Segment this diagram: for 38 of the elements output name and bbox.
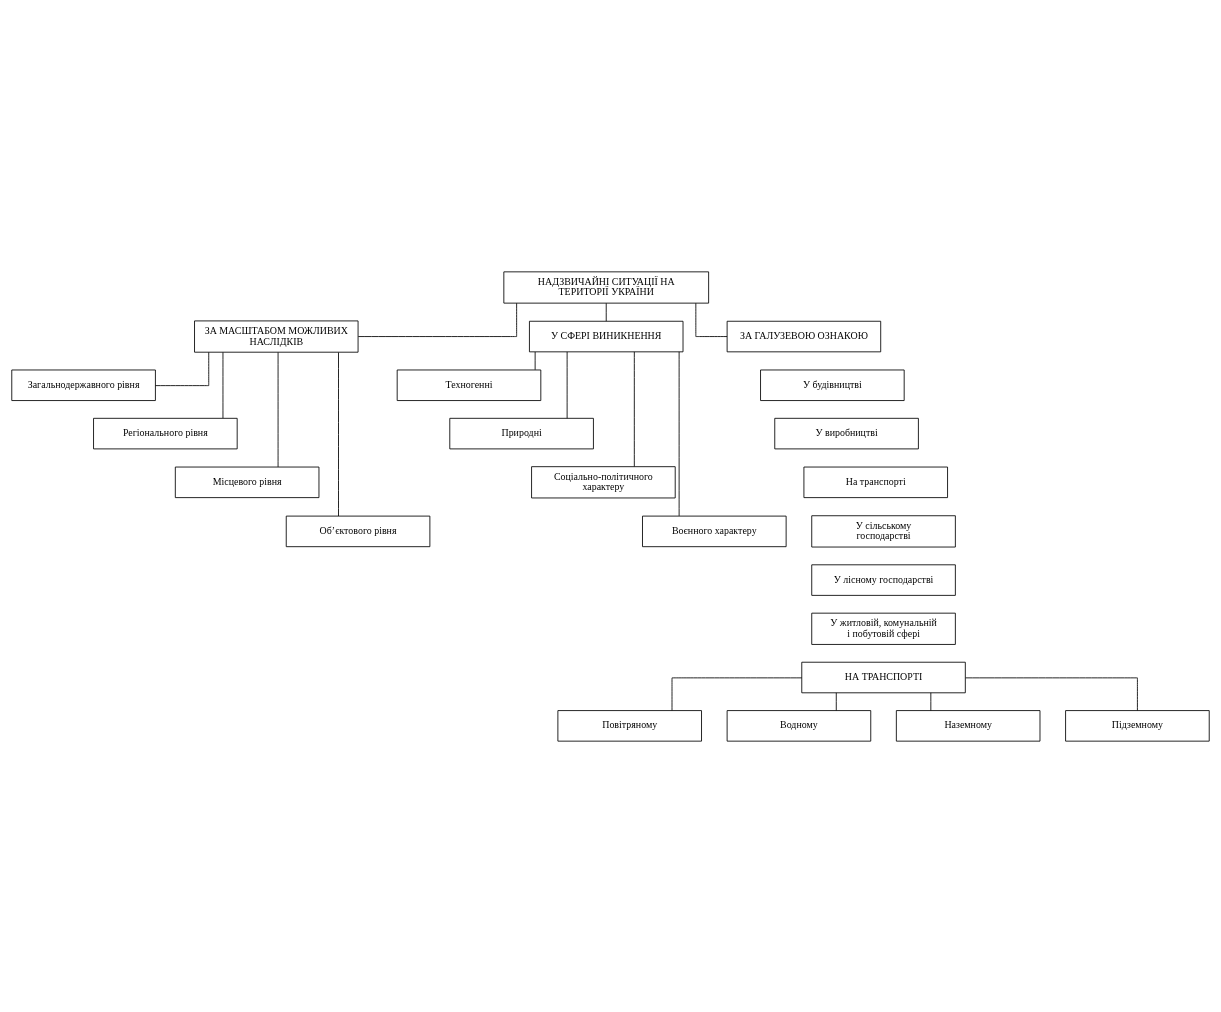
- connector: [678, 350, 680, 516]
- node-box: На транспорті: [803, 466, 948, 498]
- node-box: Водному: [726, 709, 872, 742]
- node-box: У СФЕРІ ВИНИКНЕННЯ: [529, 320, 684, 352]
- connector: [633, 350, 635, 467]
- node-box: Соціально-політичного характеру: [531, 465, 676, 498]
- node-box: Регіонального рівня: [93, 417, 238, 449]
- node-box: НА ТРАНСПОРТІ: [801, 661, 966, 693]
- connector: [357, 302, 518, 337]
- connector: [835, 691, 837, 711]
- connector: [695, 302, 728, 337]
- connector: [534, 351, 536, 370]
- connector: [277, 351, 279, 467]
- node-box: Природні: [449, 417, 594, 449]
- node-box: Об’єктового рівня: [285, 515, 431, 547]
- connector: [965, 676, 1138, 711]
- node-box: Місцевого рівня: [174, 466, 320, 498]
- connector: [222, 351, 224, 419]
- node-box: Техногенні: [396, 369, 542, 401]
- node-box: У житловій, комунальній і побутовій сфері: [811, 612, 956, 645]
- node-box: У будівництві: [760, 369, 905, 401]
- connector: [605, 302, 607, 322]
- node-box: Підземному: [1065, 709, 1210, 742]
- connector: [566, 351, 568, 419]
- node-box: У лісному господарстві: [811, 563, 956, 596]
- node-box: НАДЗВИЧАЙНІ СИТУАЦІЇ НА ТЕРИТОРІЇ УКРАЇНИ: [503, 270, 710, 304]
- node-box: Наземному: [895, 709, 1041, 742]
- connector: [155, 351, 210, 386]
- node-box: ЗА ГАЛУЗЕВОЮ ОЗНАКОЮ: [726, 320, 882, 352]
- node-box: Повітряному: [557, 709, 702, 742]
- node-box: ЗА МАСШТАБОМ МОЖЛИВИХ НАСЛІДКІВ: [194, 320, 359, 353]
- connector: [338, 351, 339, 516]
- node-box: Воєнного характеру: [642, 515, 787, 547]
- connector: [930, 691, 932, 711]
- node-box: Загальнодержавного рівня: [11, 369, 156, 401]
- node-box: У виробництві: [774, 417, 919, 449]
- node-box: У сільському господарстві: [811, 514, 956, 547]
- connector: [671, 676, 803, 711]
